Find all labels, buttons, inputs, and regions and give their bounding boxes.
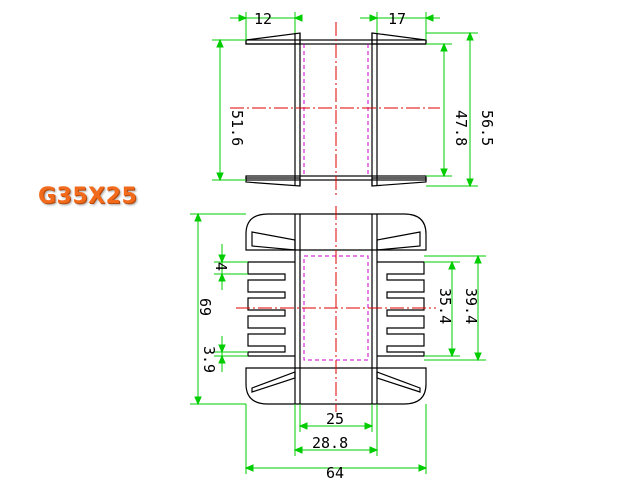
dim-inner-width: 28.8 bbox=[312, 434, 348, 452]
dim-core-width: 25 bbox=[326, 410, 344, 428]
part-title: G35X25 bbox=[38, 184, 138, 209]
dim-overall-width: 64 bbox=[326, 464, 344, 480]
dim-bottom-gap: 3.9 bbox=[200, 346, 218, 373]
front-view bbox=[245, 213, 427, 405]
dim-top-inner-right: 47.8 bbox=[452, 110, 470, 146]
top-view-centerlines bbox=[230, 22, 440, 196]
front-view-dims bbox=[190, 212, 486, 474]
top-flange-lower bbox=[245, 177, 301, 187]
top-view-hidden bbox=[303, 44, 369, 176]
dim-top-flange-right: 17 bbox=[388, 10, 406, 28]
dim-top-flange-left: 12 bbox=[254, 10, 272, 28]
top-flange-lower-right bbox=[371, 177, 427, 187]
front-upper-flange bbox=[245, 213, 427, 251]
left-fins bbox=[247, 261, 295, 357]
top-flange-upper-right bbox=[371, 32, 427, 45]
dim-top-height-left: 51.6 bbox=[228, 110, 246, 146]
dim-fins-outer: 39.4 bbox=[462, 288, 480, 324]
dim-fins-span: 35.4 bbox=[436, 288, 454, 324]
top-view-dims bbox=[212, 12, 478, 188]
dim-fin-pitch: 4 bbox=[212, 262, 230, 271]
right-fins bbox=[377, 261, 425, 357]
top-flange-upper bbox=[245, 32, 301, 45]
front-lower-flange bbox=[245, 367, 427, 405]
dim-top-outer-right: 56.5 bbox=[478, 110, 496, 146]
front-view-centerlines bbox=[236, 206, 436, 412]
dim-front-height: 69 bbox=[196, 298, 214, 316]
